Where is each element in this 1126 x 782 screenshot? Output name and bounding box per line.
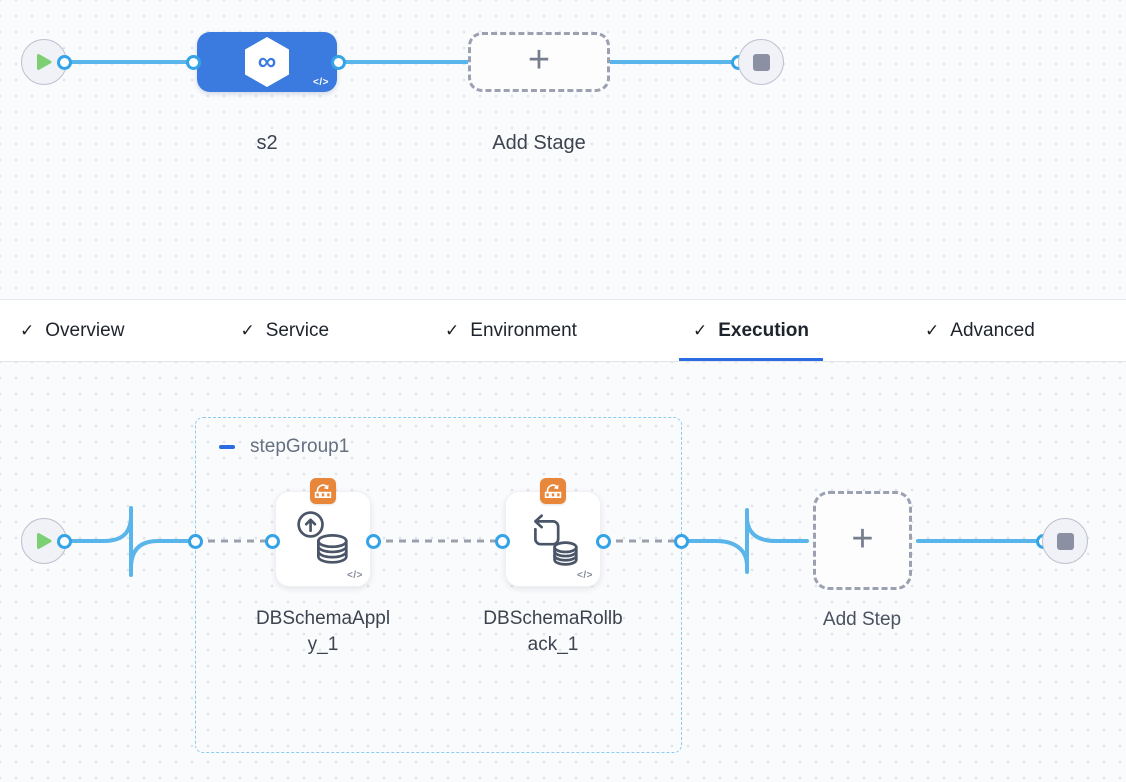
svg-text:∞: ∞: [258, 46, 277, 76]
execution-end-node[interactable]: [1042, 518, 1088, 564]
check-icon: ✓: [445, 320, 460, 340]
active-tab-indicator: [678, 358, 824, 361]
code-icon[interactable]: </>: [313, 77, 329, 88]
tab-label: Environment: [470, 319, 577, 341]
tab-label: Execution: [718, 319, 810, 341]
add-stage-label: Add Stage: [492, 132, 586, 154]
step-node-dbschemaapply[interactable]: </>: [275, 491, 371, 587]
tab-advanced[interactable]: ✓ Advanced: [911, 300, 1049, 361]
stage-config-tab-bar: ✓ Overview ✓ Service ✓ Environment ✓ Exe…: [0, 299, 1126, 362]
stage-node-s2[interactable]: ∞ </>: [197, 32, 337, 92]
stop-icon: [752, 53, 770, 71]
stop-icon: [1056, 532, 1074, 550]
step-label: DBSchemaRollback_1: [483, 608, 623, 655]
connector-port[interactable]: [596, 534, 611, 549]
step-group-container[interactable]: stepGroup1: [195, 417, 682, 753]
connector-port[interactable]: [57, 55, 72, 70]
stage-end-node[interactable]: [738, 39, 784, 85]
connector-port[interactable]: [331, 55, 346, 70]
tab-label: Advanced: [950, 319, 1035, 341]
tab-label: Overview: [45, 319, 125, 341]
stage-graph-canvas[interactable]: ∞ </> s2 + Add Stage: [0, 0, 1126, 299]
collapse-step-group-button[interactable]: [218, 438, 236, 456]
tab-execution[interactable]: ✓ Execution: [678, 300, 824, 361]
plus-icon: +: [527, 39, 551, 81]
tab-label: Service: [265, 319, 330, 341]
check-icon: ✓: [692, 320, 708, 340]
connector-port[interactable]: [674, 534, 689, 549]
cloudformation-badge-icon: [540, 478, 566, 504]
play-icon: [36, 54, 51, 70]
tab-service[interactable]: ✓ Service: [226, 300, 343, 361]
step-group-header: stepGroup1: [218, 436, 681, 458]
add-stage-button[interactable]: +: [468, 32, 610, 92]
minus-icon: [219, 445, 235, 449]
execution-graph-canvas[interactable]: stepGroup1: [0, 362, 1126, 782]
connector-port[interactable]: [188, 534, 203, 549]
check-icon: ✓: [240, 320, 255, 340]
check-icon: ✓: [925, 320, 940, 340]
tab-overview[interactable]: ✓ Overview: [6, 300, 138, 361]
step-group-name: stepGroup1: [250, 436, 350, 457]
add-step-label: Add Step: [822, 609, 902, 630]
connector-port[interactable]: [495, 534, 510, 549]
code-icon[interactable]: </>: [577, 570, 593, 581]
schema-rollback-icon: [534, 514, 578, 566]
cloudformation-badge-icon: [310, 478, 336, 504]
harness-stage-icon: ∞: [245, 37, 289, 87]
schema-apply-icon: [297, 511, 348, 564]
step-node-dbschemarollback[interactable]: </>: [505, 491, 601, 587]
connector-port[interactable]: [265, 534, 280, 549]
play-icon: [36, 533, 51, 549]
stage-label: s2: [256, 132, 278, 154]
tab-environment[interactable]: ✓ Environment: [431, 300, 591, 361]
add-step-button[interactable]: +: [813, 491, 912, 590]
step-label: DBSchemaApply_1: [255, 608, 391, 655]
plus-icon: +: [851, 517, 874, 560]
connector-port[interactable]: [57, 534, 72, 549]
connector-port[interactable]: [186, 55, 201, 70]
code-icon[interactable]: </>: [347, 570, 363, 581]
check-icon: ✓: [20, 320, 35, 340]
connector-port[interactable]: [366, 534, 381, 549]
